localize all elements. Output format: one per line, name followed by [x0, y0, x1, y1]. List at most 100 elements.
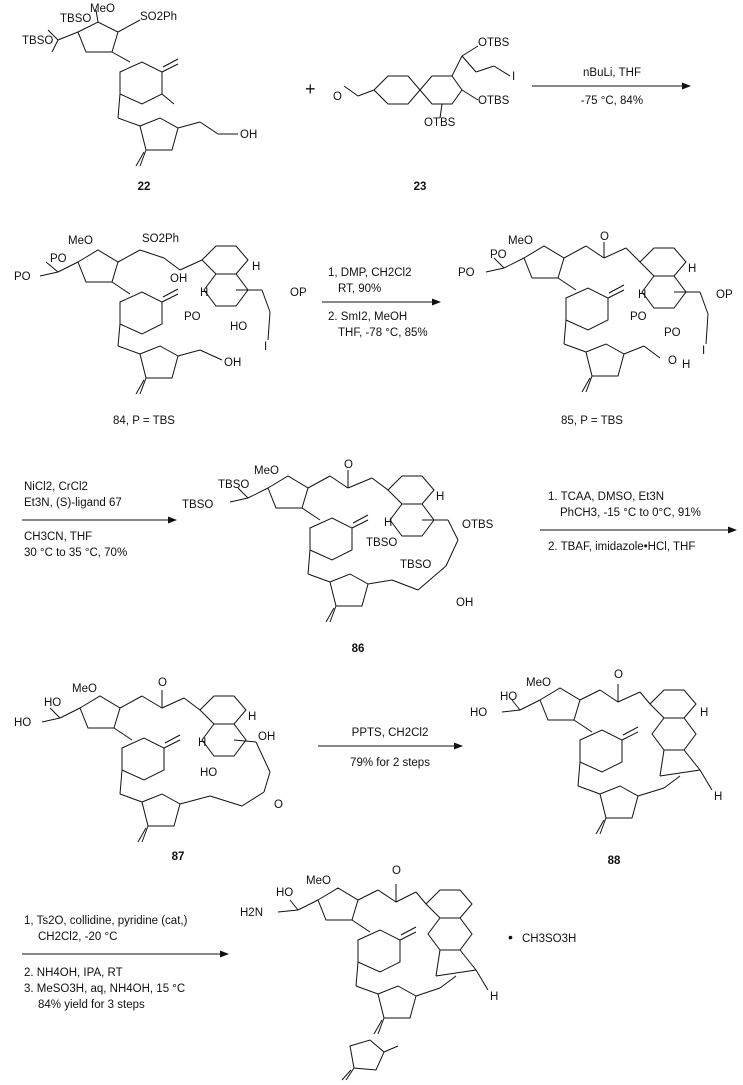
- step-6-line-5: 84% yield for 3 steps: [38, 999, 145, 1011]
- label-84-meo: MeO: [68, 235, 93, 247]
- label-85-h1: H: [688, 263, 696, 275]
- label-23-o: O: [333, 91, 342, 103]
- step-3-line-2: Et3N, (S)-ligand 67: [24, 497, 122, 509]
- label-85-h2: H: [638, 289, 646, 301]
- label-85-po3: PO: [630, 311, 647, 323]
- label-84-i: I: [264, 341, 267, 353]
- label-86-h1: H: [436, 491, 444, 503]
- label-22-tbso2: TBSO: [22, 35, 53, 47]
- label-84-po3: PO: [184, 311, 201, 323]
- label-87-h1: H: [248, 711, 256, 723]
- label-88-ho2: HO: [470, 707, 487, 719]
- compound-86: [229, 470, 459, 623]
- label-22-meo: MeO: [90, 3, 115, 15]
- label-final-h2n: H2N: [240, 907, 263, 919]
- label-86-tbso4: TBSO: [400, 559, 431, 571]
- label-84-oh2: OH: [224, 357, 241, 369]
- label-23-otbs3: OTBS: [424, 117, 456, 129]
- plus-sign: +: [305, 79, 316, 99]
- label-85-op: OP: [716, 289, 733, 301]
- label-final-meo: MeO: [306, 875, 331, 887]
- compound-22: [47, 9, 238, 167]
- label-86-o: O: [344, 459, 353, 471]
- step-4-line-2: PhCH3, -15 °C to 0°C, 91%: [560, 507, 701, 519]
- label-23-otbs2: OTBS: [478, 95, 510, 107]
- label-85-po4: PO: [664, 327, 681, 339]
- label-86-oh: OH: [456, 597, 473, 609]
- label-88-ho1: HO: [500, 691, 517, 703]
- label-86-tbso3: TBSO: [366, 537, 397, 549]
- label-84: 84, P = TBS: [113, 415, 175, 427]
- label-85-meo: MeO: [508, 235, 533, 247]
- label-23-otbs1: OTBS: [478, 37, 510, 49]
- label-88-meo: MeO: [526, 677, 551, 689]
- compound-88: [501, 684, 713, 835]
- label-87-ho1: HO: [44, 697, 61, 709]
- compound-final: [277, 884, 489, 1081]
- label-22-so2ph: SO2Ph: [140, 11, 177, 23]
- label-86: 86: [352, 643, 365, 655]
- step-5-line-2: 79% for 2 steps: [350, 757, 430, 769]
- compound-84: [39, 245, 271, 395]
- compound-87: [41, 690, 271, 843]
- label-84-po2: PO: [14, 271, 31, 283]
- label-87-h2: H: [198, 737, 206, 749]
- label-23-i: I: [512, 71, 515, 83]
- label-23: 23: [414, 181, 427, 193]
- salt-dot: •: [508, 929, 513, 945]
- label-85-o1: O: [600, 231, 609, 243]
- label-84-so2ph: SO2Ph: [142, 233, 179, 245]
- label-87-oh: OH: [258, 731, 275, 743]
- step-4-line-3: 2. TBAF, imidazole•HCl, THF: [548, 541, 695, 553]
- label-22: 22: [138, 181, 151, 193]
- step-1-line-1: nBuLi, THF: [583, 67, 641, 79]
- label-85: 85, P = TBS: [561, 415, 623, 427]
- label-84-op: OP: [290, 287, 307, 299]
- label-88-o: O: [614, 669, 623, 681]
- label-85-po2: PO: [458, 267, 475, 279]
- label-87-o1: O: [158, 677, 167, 689]
- step-3-line-4: 30 °C to 35 °C, 70%: [24, 547, 127, 559]
- label-88-h1: H: [700, 707, 708, 719]
- label-87: 87: [172, 851, 185, 863]
- label-final-o: O: [392, 865, 401, 877]
- step-2-line-1: 1, DMP, CH2Cl2: [328, 267, 412, 279]
- label-86-otbs: OTBS: [462, 519, 494, 531]
- label-88: 88: [608, 855, 621, 867]
- step-1-line-2: -75 °C, 84%: [581, 95, 643, 107]
- compound-85: [485, 242, 709, 393]
- step-6-line-4: 3. MeSO3H, aq, NH4OH, 15 °C: [24, 983, 185, 995]
- compound-23: [343, 45, 511, 119]
- label-87-ho2: HO: [14, 717, 31, 729]
- label-86-h2: H: [384, 517, 392, 529]
- label-85-po1: PO: [490, 249, 507, 261]
- label-85-h3: H: [682, 359, 690, 371]
- label-86-tbso1: TBSO: [218, 479, 249, 491]
- step-3-line-1: NiCl2, CrCl2: [24, 481, 88, 493]
- label-final-h: H: [490, 991, 498, 1003]
- label-84-h1: H: [252, 261, 260, 273]
- label-84-oh1: OH: [170, 273, 187, 285]
- step-5-line-1: PPTS, CH2Cl2: [352, 727, 429, 739]
- step-6-line-3: 2. NH4OH, IPA, RT: [24, 967, 123, 979]
- step-3-line-3: CH3CN, THF: [24, 531, 92, 543]
- step-6-line-2: CH2Cl2, -20 °C: [38, 931, 117, 943]
- label-87-ho3: HO: [200, 767, 217, 779]
- label-87-o2: O: [274, 799, 283, 811]
- step-2-line-3: 2. SmI2, MeOH: [328, 311, 407, 323]
- step-2-line-4: THF, -78 °C, 85%: [338, 327, 428, 339]
- label-85-i: I: [702, 345, 705, 357]
- label-final-ho: HO: [276, 887, 293, 899]
- label-final-salt: CH3SO3H: [522, 933, 576, 945]
- label-84-h2: H: [200, 287, 208, 299]
- label-88-h2: H: [714, 791, 722, 803]
- label-87-meo: MeO: [72, 683, 97, 695]
- label-22-tbso1: TBSO: [60, 13, 91, 25]
- label-84-ho: HO: [230, 321, 247, 333]
- step-4-line-1: 1. TCAA, DMSO, Et3N: [548, 491, 664, 503]
- label-84-po1: PO: [50, 253, 67, 265]
- label-86-meo: MeO: [254, 465, 279, 477]
- label-22-oh: OH: [240, 129, 257, 141]
- label-85-o2: O: [668, 355, 677, 367]
